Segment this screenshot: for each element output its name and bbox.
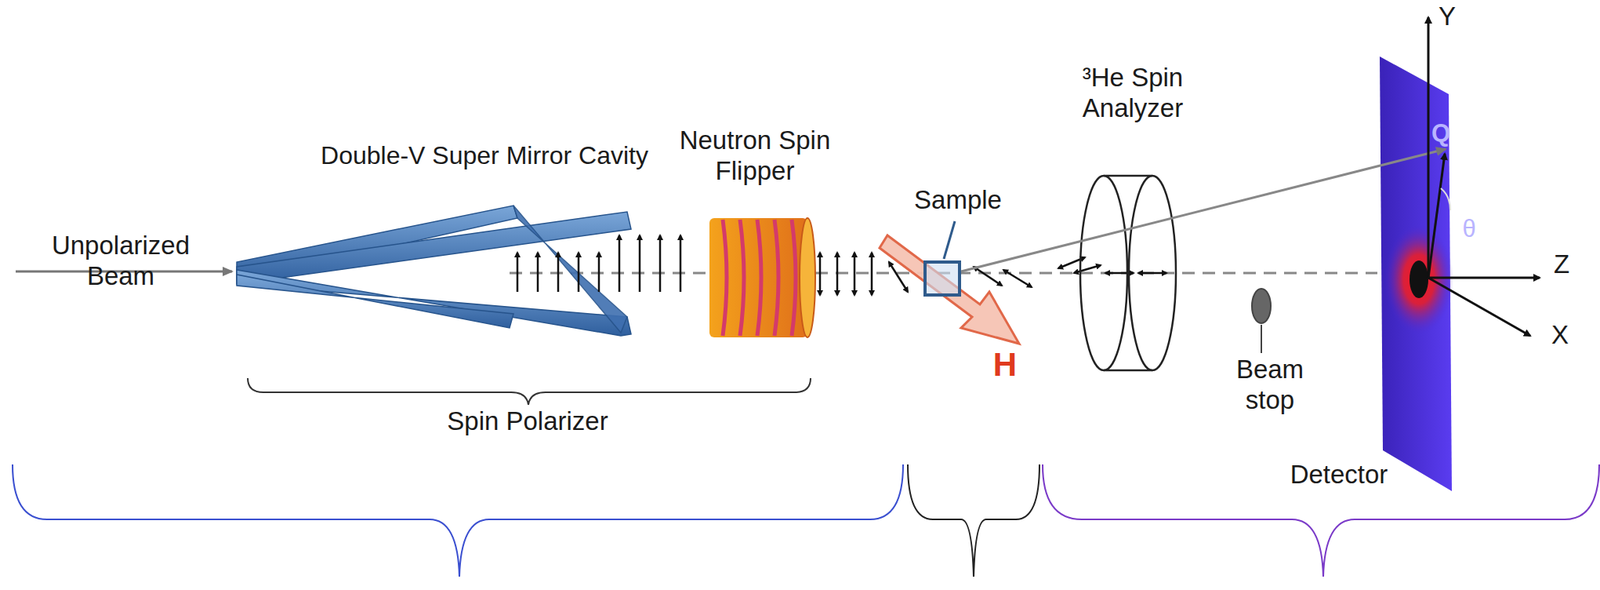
part-label: Sample (899, 185, 1017, 216)
axes (1428, 17, 1540, 336)
sample-box (925, 261, 960, 295)
field-label: H (985, 344, 1025, 385)
brace (907, 464, 1040, 577)
axis-label: Z (1545, 249, 1578, 280)
field-arrow (879, 235, 1020, 344)
leader-line (1260, 324, 1263, 353)
super-mirror (236, 205, 632, 336)
part-label: Detector (1268, 459, 1410, 490)
leader-line (943, 221, 955, 259)
part-label: Unpolarized Beam (30, 230, 211, 292)
spin-flipper (709, 217, 816, 338)
part-label: ³He Spin Analyzer (1034, 62, 1231, 124)
angle-arc (1440, 188, 1451, 211)
part-label: Beam stop (1211, 354, 1329, 416)
part-label: Double-V Super Mirror Cavity (319, 141, 650, 171)
brace (12, 464, 904, 577)
axis-label: Y (1431, 1, 1463, 33)
beam-stop (1251, 288, 1271, 323)
spin-analyzer (1080, 175, 1176, 371)
angle-label: θ (1453, 214, 1485, 244)
group-label: Spin Polarizer (417, 406, 638, 437)
vector-label: Q (1425, 119, 1457, 149)
axis-label: X (1544, 319, 1576, 351)
brace (247, 377, 811, 405)
scattered-ray (961, 148, 1446, 272)
part-label: Neutron Spin Flipper (637, 125, 873, 187)
spin-arrows (517, 235, 681, 292)
